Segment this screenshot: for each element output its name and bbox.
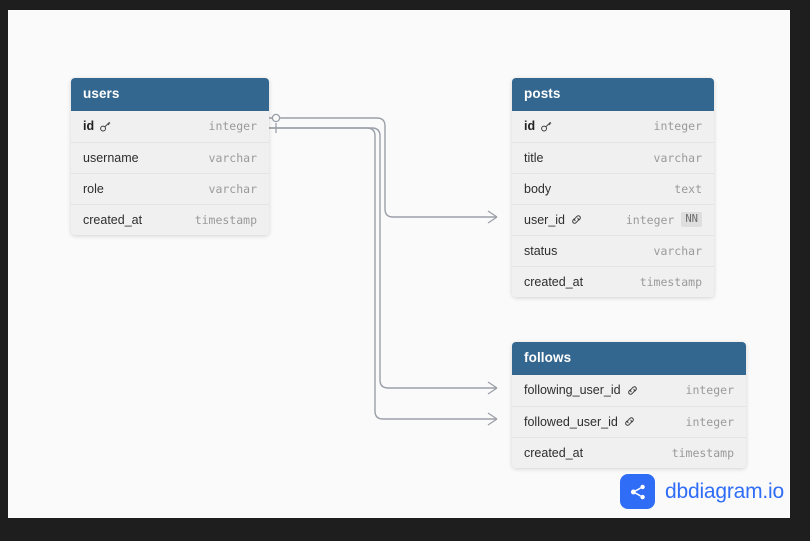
- field-row[interactable]: created_at timestamp: [512, 265, 714, 297]
- field-row[interactable]: user_id integer NN: [512, 203, 714, 235]
- field-row[interactable]: body text: [512, 172, 714, 204]
- field-name-wrap: followed_user_id: [524, 415, 636, 429]
- field-type: integer: [653, 119, 702, 133]
- field-name: title: [524, 150, 544, 165]
- field-name-wrap: username: [83, 151, 139, 165]
- field-name-wrap: id: [524, 119, 553, 133]
- table-users-title[interactable]: users: [71, 78, 269, 111]
- field-type: varchar: [653, 243, 702, 258]
- table-follows-fields: following_user_id integer followed_user_…: [512, 374, 746, 468]
- field-type: varchar: [653, 150, 702, 165]
- field-name-wrap: title: [524, 151, 543, 165]
- field-name-wrap: following_user_id: [524, 383, 639, 397]
- field-type-wrap: integer: [686, 415, 734, 429]
- field-name: id: [83, 119, 95, 133]
- field-type-wrap: integer: [654, 119, 702, 133]
- field-type-wrap: timestamp: [672, 446, 734, 460]
- field-name: status: [524, 243, 558, 258]
- field-type: integer: [685, 414, 734, 429]
- field-name: followed_user_id: [524, 414, 618, 429]
- field-type-wrap: text: [674, 182, 702, 196]
- table-posts-fields: id integer title varchar: [512, 110, 714, 297]
- field-type: varchar: [208, 181, 257, 196]
- key-icon: [99, 120, 112, 133]
- field-type-wrap: integer NN: [626, 212, 702, 227]
- field-row[interactable]: id integer: [71, 111, 269, 142]
- field-type: integer: [208, 119, 257, 133]
- edge-users-follows-followed: [261, 127, 497, 420]
- field-name: created_at: [524, 274, 584, 289]
- table-follows[interactable]: follows following_user_id integer follow…: [512, 342, 746, 468]
- edge-users-follows-following: [261, 127, 497, 389]
- field-type: text: [674, 181, 702, 196]
- share-network-icon: [620, 474, 655, 509]
- field-type: timestamp: [639, 274, 702, 289]
- field-row[interactable]: role varchar: [71, 172, 269, 204]
- field-row[interactable]: created_at timestamp: [71, 203, 269, 235]
- table-users-fields: id integer username varchar: [71, 110, 269, 235]
- field-row[interactable]: status varchar: [512, 234, 714, 266]
- field-type-wrap: timestamp: [640, 275, 702, 289]
- field-row[interactable]: followed_user_id integer: [512, 405, 746, 437]
- field-row[interactable]: following_user_id integer: [512, 375, 746, 406]
- field-name-wrap: status: [524, 244, 557, 258]
- diagram-canvas[interactable]: users id integer username va: [8, 10, 790, 518]
- marker-zero-or-one: [271, 113, 281, 123]
- field-type-wrap: varchar: [209, 182, 257, 196]
- field-name: following_user_id: [524, 383, 621, 397]
- link-icon: [570, 213, 583, 226]
- edge-users-posts: [261, 117, 497, 218]
- field-type-wrap: varchar: [209, 151, 257, 165]
- table-users[interactable]: users id integer username va: [71, 78, 269, 235]
- field-type: integer: [685, 383, 734, 397]
- table-follows-title[interactable]: follows: [512, 342, 746, 375]
- field-row[interactable]: id integer: [512, 111, 714, 142]
- field-type-wrap: integer: [209, 119, 257, 133]
- field-name: role: [83, 181, 104, 196]
- field-name: id: [524, 119, 536, 133]
- field-type-wrap: varchar: [654, 151, 702, 165]
- field-type-wrap: varchar: [654, 244, 702, 258]
- field-row[interactable]: title varchar: [512, 141, 714, 173]
- field-type-wrap: integer: [686, 383, 734, 397]
- logo-text: dbdiagram.io: [665, 479, 785, 503]
- field-name: created_at: [524, 445, 584, 460]
- field-type: timestamp: [194, 212, 257, 227]
- field-name-wrap: id: [83, 119, 112, 133]
- field-type: timestamp: [671, 445, 734, 460]
- field-name-wrap: created_at: [524, 446, 583, 460]
- status-badge: NN: [681, 212, 702, 227]
- field-row[interactable]: username varchar: [71, 141, 269, 173]
- table-posts[interactable]: posts id integer title varch: [512, 78, 714, 297]
- field-name-wrap: body: [524, 182, 551, 196]
- field-name-wrap: created_at: [83, 213, 142, 227]
- field-name: username: [83, 150, 139, 165]
- marker-many-follows-a: [487, 381, 498, 395]
- field-row[interactable]: created_at timestamp: [512, 436, 746, 468]
- field-name: body: [524, 181, 552, 196]
- dbdiagram-logo[interactable]: dbdiagram.io: [620, 474, 784, 509]
- field-type: varchar: [208, 150, 257, 165]
- key-icon: [540, 120, 553, 133]
- link-icon: [626, 384, 639, 397]
- field-name: user_id: [524, 212, 565, 227]
- field-name-wrap: created_at: [524, 275, 583, 289]
- marker-many-follows-b: [487, 412, 498, 426]
- table-posts-title[interactable]: posts: [512, 78, 714, 111]
- field-name-wrap: role: [83, 182, 104, 196]
- field-type: integer: [625, 212, 675, 227]
- field-name-wrap: user_id: [524, 213, 583, 227]
- link-icon: [623, 415, 636, 428]
- field-name: created_at: [83, 212, 143, 227]
- marker-many-posts: [487, 210, 498, 224]
- field-type-wrap: timestamp: [195, 213, 257, 227]
